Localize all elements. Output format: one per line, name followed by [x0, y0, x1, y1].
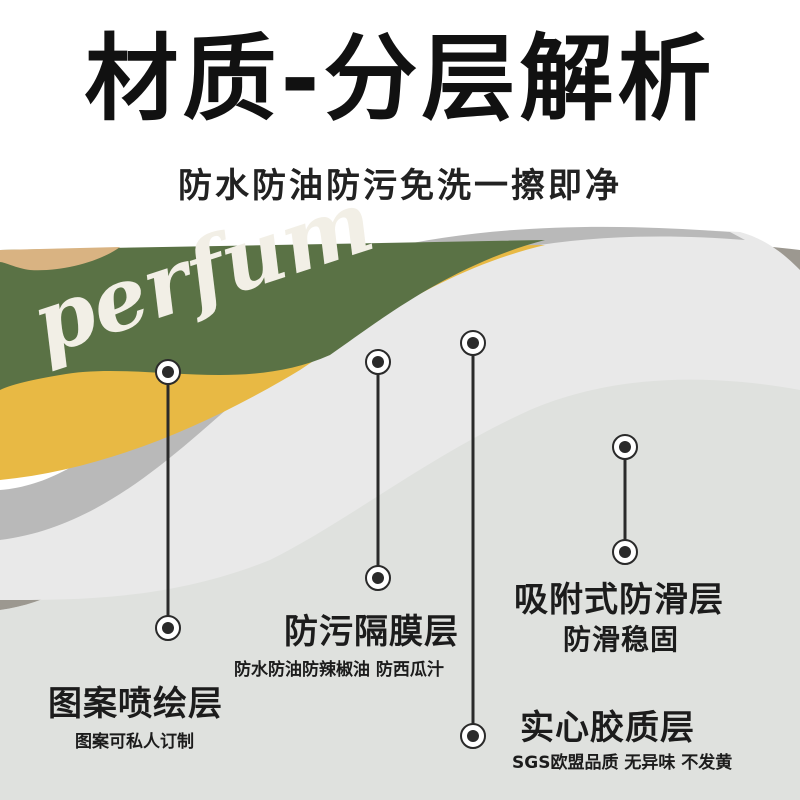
print-layer-title: 图案喷绘层: [48, 684, 223, 724]
marker-dot-rubber-top: [460, 330, 486, 356]
page-title: 材质-分层解析: [84, 25, 716, 134]
marker-dot-rubber-bottom: [460, 723, 486, 749]
marker-dot-antislip-bottom: [612, 539, 638, 565]
marker-dot-antislip-top: [612, 434, 638, 460]
antislip-layer-title: 吸附式防滑层: [514, 580, 724, 620]
film-layer-title: 防污隔膜层: [284, 612, 459, 652]
marker-dot-film-bottom: [365, 565, 391, 591]
rubber-layer-desc: SGS欧盟品质 无异味 不发黄: [512, 753, 733, 773]
print-layer-green: [0, 240, 545, 390]
film-layer-desc: 防水防油防辣椒油 防西瓜汁: [234, 660, 444, 680]
marker-dot-print-top: [155, 359, 181, 385]
marker-dots: [155, 330, 638, 749]
print-layer-beige: [0, 247, 120, 271]
rubber-sheet-layer: [0, 229, 800, 600]
rubber-layer-title: 实心胶质层: [520, 708, 695, 748]
marker-dot-print-bottom: [155, 615, 181, 641]
page-subtitle: 防水防油防污免洗一擦即净: [178, 166, 622, 206]
antislip-layer-desc: 防滑稳固: [563, 623, 680, 656]
print-layer-desc: 图案可私人订制: [75, 732, 194, 752]
marker-dot-film-top: [365, 349, 391, 375]
anti-slip-layer: [0, 260, 800, 800]
